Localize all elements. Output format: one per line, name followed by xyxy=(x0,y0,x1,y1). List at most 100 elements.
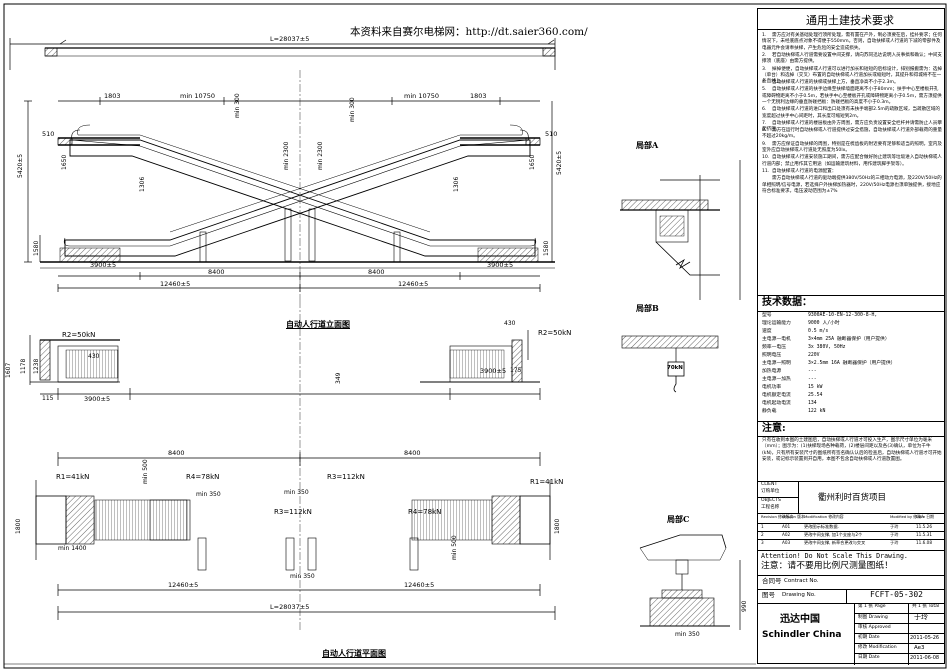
dim-8400-right: 8400 xyxy=(368,268,385,276)
dim-8400-left: 8400 xyxy=(208,268,225,276)
revision-cell: 11.5.31 xyxy=(916,532,932,537)
page-label: 第 1 张 Page xyxy=(858,604,886,609)
plan-view-title: 自动人行道平面图 xyxy=(322,648,386,658)
elevation-view-title: 自动人行道立面图 xyxy=(286,319,350,329)
revision-row-line xyxy=(758,539,944,540)
requirement-item: 1.需方应对有关基础处理行须所处理，需有置在产外，制必须要在后，挂补要求；任何情… xyxy=(762,33,942,52)
dim-3900-right: 3900±5 xyxy=(487,261,514,269)
first-date-label: 初期 Date xyxy=(858,635,880,640)
dim-510-right: 510 xyxy=(545,130,558,138)
requirement-number: 2. xyxy=(762,52,767,58)
revision-cell: 于玲 xyxy=(890,524,899,529)
detail-c-label: 局部C xyxy=(667,514,690,524)
requirement-text: 自动扶梯或人行道的扶手边缘至扶梯墙面距离不小于80mm；扶手中心至楼板开孔或障碍… xyxy=(762,87,942,105)
dim-min350-b: min 350 xyxy=(284,489,309,496)
requirement-number: 6. xyxy=(762,107,767,113)
requirement-number: 9. xyxy=(762,141,767,147)
dim-12460-plan-left: 12460±5 xyxy=(168,581,199,589)
section-view xyxy=(29,300,541,440)
dim-12460-right: 12460±5 xyxy=(398,280,429,288)
dim-3900-left: 3900±5 xyxy=(90,261,117,269)
revision-cell: 于玲 xyxy=(890,540,899,545)
dim-1650-left: 1650 xyxy=(61,154,68,170)
detail-a-drawing xyxy=(620,160,741,300)
tech-value: 0.5 m/s xyxy=(808,329,829,334)
revision-cell: 1 xyxy=(761,524,764,529)
dim-1178: 1178 xyxy=(20,358,27,374)
requirement-number: 4. xyxy=(762,80,767,86)
load-r1-right: R1=41kN xyxy=(530,478,564,486)
requirements-title: 通用土建技术要求 xyxy=(806,14,894,27)
tech-label: 主电源—照明 xyxy=(762,361,791,366)
dim-510-left: 510 xyxy=(42,130,55,138)
revision-header: Modification 修改内容 xyxy=(804,514,844,519)
dim-min10750-left: min 10750 xyxy=(180,92,216,100)
requirement-item: 8.需方在运行时自动扶梯或人行道提供过安全措施，自动扶梯或人行道外部载荷的重量不… xyxy=(762,128,942,141)
tech-value: 15 kW xyxy=(808,385,823,390)
requirement-item: 3.掉掉便便，自动扶梯或人行道可以进行加长和短短的后标设计，排别报搬需为：选掉（… xyxy=(762,67,942,86)
revision-header: Date 日期 xyxy=(916,514,934,519)
drawing-cn: 图号 xyxy=(762,591,775,599)
tech-value: 3x 380V, 50Hz xyxy=(808,345,846,350)
dim-1607: 1607 xyxy=(5,362,12,378)
tech-label: 速度 xyxy=(762,329,772,334)
detail-b-label: 局部B xyxy=(636,303,659,313)
tech-data-title: 技术数据： xyxy=(762,297,812,308)
revision-cell: 更改图示标准数据. xyxy=(804,524,839,529)
dim-min300-left: min 300 xyxy=(234,93,241,118)
dim-overall-top: L=28037±5 xyxy=(270,35,310,43)
tech-label: 型号 xyxy=(762,313,772,318)
tech-value: 25.54 xyxy=(808,393,823,398)
load-r4-left: R4=78kN xyxy=(186,473,220,481)
dim-349: 349 xyxy=(335,372,342,384)
requirement-text: 需方应对有关基础处理行须所处理，需有置在产外，制必须要在后，挂补要求；任何情况下… xyxy=(762,33,942,51)
technical-panel: 通用土建技术要求 1.需方应对有关基础处理行须所处理，需有置在产外，制必须要在后… xyxy=(757,8,945,665)
dim-1803-left: 1803 xyxy=(104,92,121,100)
requirement-item: 需方自动扶梯或人行道的驱动端提供380V/50Hz的三相动力电源，及220V/5… xyxy=(762,176,942,195)
dim-3900-mid-left: 3900±5 xyxy=(84,395,111,403)
dim-1800-right: 1800 xyxy=(554,518,561,534)
load-r1-left: R1=41kN xyxy=(56,473,90,481)
drawn-label: 制图 Drawing xyxy=(858,615,888,620)
notes-title: 注意: xyxy=(762,423,786,434)
tech-value: 122 kN xyxy=(808,409,826,414)
requirement-number: 1. xyxy=(762,33,767,38)
approved-label: 审核 Approved xyxy=(858,625,891,630)
object-label: OBJECTS xyxy=(761,498,781,503)
tech-value: --- xyxy=(808,369,817,374)
sheet-border xyxy=(3,3,947,669)
tech-label: 理论运输能力 xyxy=(762,321,791,326)
requirement-text: 自动扶梯或人行道的扶梯或扶梯上方，垂直净高不小于2.3m。 xyxy=(772,80,899,86)
drawing-number: FCFT-05-302 xyxy=(870,590,923,599)
dim-3900-mid-right: 3900±5 xyxy=(480,367,507,375)
dim-min350-detail-c: min 350 xyxy=(675,631,700,638)
tech-label: 加热电源 xyxy=(762,369,782,374)
revision-header: Modified by 修改人 xyxy=(890,514,925,519)
attention-en: Attention! Do Not Scale This Drawing. xyxy=(761,552,908,560)
revision-row-line xyxy=(758,531,944,532)
notes-text: 只有在收到本图的土建图后，自动扶梯或人行道才可投入生产，图示尺寸单位为毫米（mm… xyxy=(762,438,942,462)
dim-430-right: 430 xyxy=(504,320,516,327)
plan-view xyxy=(35,440,556,630)
tech-value: 3×2.5mm 16A 融断器保护（用户提供） xyxy=(808,361,896,366)
dim-min2300-left: min 2300 xyxy=(283,141,290,171)
requirement-number: 11. xyxy=(762,169,770,174)
dim-min300-right: min 300 xyxy=(349,97,356,122)
load-r3-mid: R3=112kN xyxy=(274,508,312,516)
dim-5420-right: 5420±5 xyxy=(556,150,563,175)
mod-value: Ae3 xyxy=(914,645,925,651)
project-label: 工程名称 xyxy=(761,505,780,510)
tech-label: 电机额定电流 xyxy=(762,393,791,398)
dim-1306-left: 1306 xyxy=(139,176,146,192)
attention-cn: 注意：请不要用比例尺测量图纸！ xyxy=(761,561,893,571)
requirement-item: 5.自动扶梯或人行道的扶手边缘至扶梯墙面距离不小于80mm；扶手中心至楼板开孔或… xyxy=(762,87,942,106)
mod-label: 修改 Modification xyxy=(858,645,897,650)
requirement-item: 11.自动扶梯或人行道的电源配置： xyxy=(762,169,942,175)
requirement-text: 自动扶梯或人行道安装施工期间，需方应配合做好防止建筑等垃圾进入自动扶梯或人行道内… xyxy=(762,155,942,167)
total-label: 共 1 张 Total xyxy=(912,604,940,609)
drawn-value: 于玲 xyxy=(914,613,928,621)
requirement-text: 自动扶梯或人行道的电源配置： xyxy=(772,169,837,174)
dim-1650-right: 1650 xyxy=(529,154,536,170)
tech-label: 主电源—电机 xyxy=(762,337,791,342)
